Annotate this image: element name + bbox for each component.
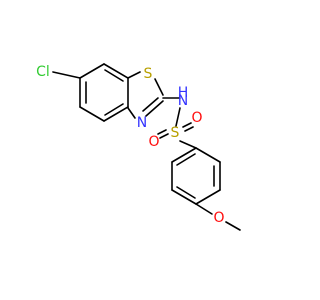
- bond-s-o-right-a: [182, 122, 192, 128]
- bond-layer: [52, 63, 241, 231]
- bond-s-o-left-a: [159, 133, 169, 139]
- bond-s-ring: [179, 140, 197, 149]
- bond-ring-4-inner: [176, 186, 196, 199]
- atom-s-sulfonyl: S: [171, 125, 180, 141]
- bond-c-s-ring: [127, 71, 141, 79]
- bond-benzo-6: [103, 63, 129, 79]
- atom-labels: Cl S N H N S O O O: [36, 64, 224, 226]
- bond-benzo-1: [79, 63, 105, 79]
- bond-c2-n-ring: [145, 100, 164, 117]
- bond-c2-n-ring-inner: [142, 97, 159, 112]
- bond-c-o-methoxy: [195, 203, 213, 215]
- bond-benzo-3: [79, 106, 105, 122]
- bond-ring-1: [195, 147, 221, 163]
- bond-ring-6-inner: [176, 153, 196, 166]
- bond-s-o-left-b: [157, 129, 167, 135]
- atom-h-amide: H: [178, 85, 189, 101]
- atom-cl: Cl: [36, 64, 50, 80]
- bond-s-c2: [154, 78, 164, 96]
- atom-s-ring: S: [144, 66, 153, 82]
- bond-c-cl: [52, 71, 81, 79]
- bond-ring-3: [195, 189, 221, 205]
- bond-n-s-sulfonyl: [175, 107, 181, 127]
- atom-n-ring: N: [137, 115, 147, 131]
- atom-n-amide: N: [178, 93, 188, 109]
- atom-o-right: O: [191, 110, 202, 126]
- bond-benzo-4: [103, 106, 129, 122]
- structure-canvas: Cl S N H N S O O O: [36, 63, 241, 231]
- bond-benzo-6-inner: [104, 69, 124, 82]
- atom-o-left: O: [148, 134, 159, 150]
- bond-o-ch3: [225, 221, 241, 231]
- atom-o-methoxy: O: [213, 210, 224, 226]
- bond-ring-6: [171, 147, 197, 163]
- bond-n-ring-c: [127, 107, 136, 119]
- bond-ring-4: [171, 189, 197, 205]
- bond-s-o-right-b: [184, 126, 194, 132]
- molecule-diagram: Cl S N H N S O O O: [36, 63, 241, 231]
- bond-benzo-4-inner: [104, 103, 124, 116]
